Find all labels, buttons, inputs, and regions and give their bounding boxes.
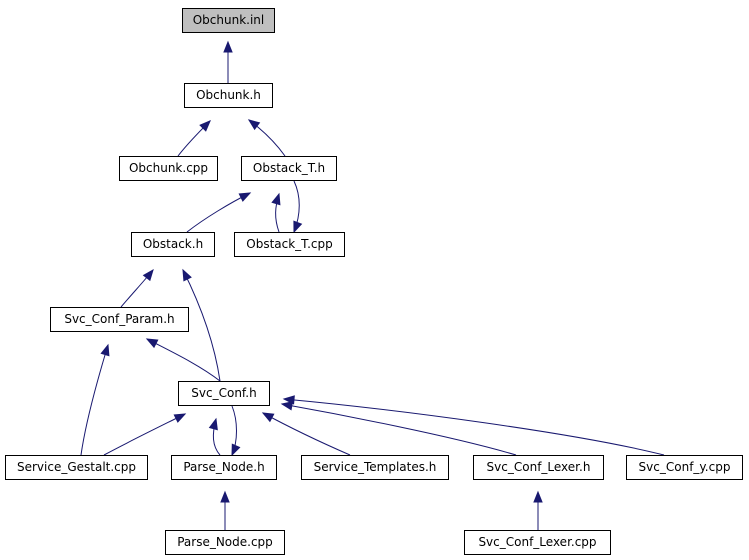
edge-parse-node-h-to-svc-conf-h xyxy=(208,417,221,456)
edge-obstack-t-h-to-obchunk-h xyxy=(247,119,286,157)
node-obstack-t-cpp[interactable]: Obstack_T.cpp xyxy=(234,232,345,257)
edge-svc-conf-param-h-to-obstack-h xyxy=(120,268,154,308)
edge-line xyxy=(80,344,109,456)
edge-arrowhead xyxy=(220,490,230,503)
edge-arrowhead xyxy=(100,343,110,357)
node-svc-conf-lexer-cpp[interactable]: Svc_Conf_Lexer.cpp xyxy=(464,530,611,555)
edge-svc-conf-lexer-h-to-svc-conf-h xyxy=(280,401,517,456)
edge-arrowhead xyxy=(199,120,211,132)
node-obstack-t-h[interactable]: Obstack_T.h xyxy=(241,156,337,181)
node-svc-conf-h[interactable]: Svc_Conf.h xyxy=(178,381,270,406)
edge-arrowhead xyxy=(182,268,192,282)
edge-service-gestalt-cpp-to-svc-conf-h xyxy=(103,413,187,456)
edge-line xyxy=(283,398,665,456)
edge-arrowhead xyxy=(223,40,233,53)
edge-service-gestalt-cpp-to-svc-conf-param-h xyxy=(80,343,110,456)
edge-line xyxy=(146,338,221,382)
edge-obchunk-h-to-obchunk-inl xyxy=(223,40,233,83)
edge-arrowhead xyxy=(208,417,218,431)
edge-arrowhead xyxy=(280,401,294,411)
edge-arrowhead xyxy=(261,412,275,423)
node-svc-conf-param-h[interactable]: Svc_Conf_Param.h xyxy=(50,307,189,332)
edge-line xyxy=(262,412,351,456)
edge-line xyxy=(281,403,517,456)
edge-obstack-t-cpp-to-obstack-t-h xyxy=(271,192,281,233)
edge-arrowhead xyxy=(271,192,281,206)
edge-svc-conf-lexer-cpp-to-svc-conf-lexer-h xyxy=(533,490,543,530)
edge-svc-conf-h-to-svc-conf-param-h xyxy=(145,338,221,382)
node-obstack-h[interactable]: Obstack.h xyxy=(131,232,215,257)
edge-arrowhead xyxy=(247,119,261,131)
node-obchunk-inl[interactable]: Obchunk.inl xyxy=(182,8,275,33)
node-obchunk-h[interactable]: Obchunk.h xyxy=(184,83,273,108)
edge-obchunk-cpp-to-obchunk-h xyxy=(177,120,211,157)
node-svc-conf-y-cpp[interactable]: Svc_Conf_y.cpp xyxy=(626,455,743,480)
edge-arrowhead xyxy=(145,338,159,349)
node-svc-conf-lexer-h[interactable]: Svc_Conf_Lexer.h xyxy=(473,455,604,480)
edge-arrowhead xyxy=(238,192,252,202)
node-obchunk-cpp[interactable]: Obchunk.cpp xyxy=(119,156,218,181)
edge-arrowhead xyxy=(282,395,295,405)
node-parse-node-h[interactable]: Parse_Node.h xyxy=(171,455,277,480)
node-service-templates-h[interactable]: Service_Templates.h xyxy=(301,455,449,480)
edge-service-templates-h-to-svc-conf-h xyxy=(261,412,351,456)
edge-arrowhead xyxy=(142,268,154,282)
edge-svc-conf-h-to-obstack-h xyxy=(182,268,221,382)
edge-line xyxy=(103,413,186,456)
node-parse-node-cpp[interactable]: Parse_Node.cpp xyxy=(165,530,285,555)
edge-obstack-t-h-to-obstack-t-cpp xyxy=(293,180,303,234)
edge-line xyxy=(182,269,221,382)
edge-svc-conf-h-to-parse-node-h xyxy=(231,405,241,457)
edge-parse-node-cpp-to-parse-node-h xyxy=(220,490,230,530)
edge-arrowhead xyxy=(231,443,241,457)
edge-line xyxy=(186,192,251,233)
node-service-gestalt-cpp[interactable]: Service_Gestalt.cpp xyxy=(5,455,148,480)
edge-arrowhead xyxy=(173,413,187,423)
edge-svc-conf-y-cpp-to-svc-conf-h xyxy=(282,395,665,456)
edge-arrowhead xyxy=(293,220,303,234)
edge-arrowhead xyxy=(533,490,543,503)
edge-obstack-h-to-obstack-t-h xyxy=(186,192,252,233)
